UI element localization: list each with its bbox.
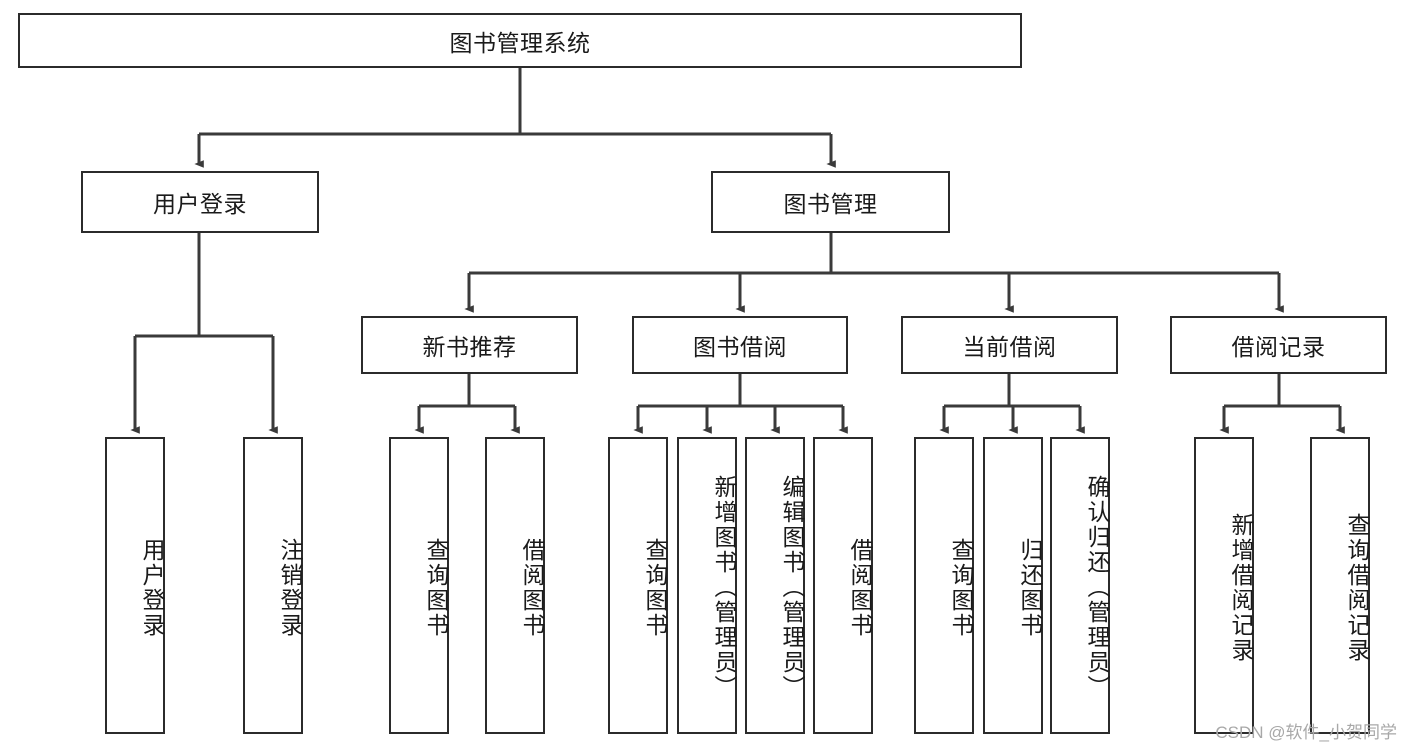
node-label: 用户登录 [139, 537, 165, 638]
node-label: 查询图书 [642, 537, 668, 638]
node-label: 当前借阅 [962, 334, 1057, 360]
leaf-node-return-book[interactable]: 归还图书 [983, 437, 1043, 734]
node-label: 新书推荐 [422, 334, 517, 360]
leaf-node-query-book-3[interactable]: 查询图书 [914, 437, 974, 734]
node-label: 查询借阅记录 [1344, 512, 1370, 663]
node-borrow-record[interactable]: 借阅记录 [1170, 316, 1387, 374]
node-label: 借阅图书 [519, 537, 545, 638]
node-label: 新增借阅记录 [1228, 512, 1254, 663]
node-label: 图书借阅 [693, 334, 787, 360]
leaf-node-confirm-return-admin[interactable]: 确认归还（管理员） [1050, 437, 1110, 734]
node-label: 查询图书 [948, 537, 974, 638]
node-label: 用户登录 [153, 191, 247, 217]
leaf-node-user-login[interactable]: 用户登录 [105, 437, 165, 734]
node-book-management-system[interactable]: 图书管理系统 [18, 13, 1022, 68]
node-label: 借阅记录 [1231, 334, 1326, 360]
node-new-book-recommend[interactable]: 新书推荐 [361, 316, 578, 374]
leaf-node-query-borrow-record[interactable]: 查询借阅记录 [1310, 437, 1370, 734]
leaf-node-query-book-2[interactable]: 查询图书 [608, 437, 668, 734]
leaf-node-borrow-book-2[interactable]: 借阅图书 [813, 437, 873, 734]
node-label: 编辑图书（管理员） [779, 475, 805, 700]
node-label: 查询图书 [423, 537, 449, 638]
leaf-node-add-book-admin[interactable]: 新增图书（管理员） [677, 437, 737, 734]
node-label: 图书管理系统 [449, 29, 591, 56]
node-current-borrow[interactable]: 当前借阅 [901, 316, 1118, 374]
node-label: 注销登录 [277, 537, 303, 638]
node-book-management[interactable]: 图书管理 [711, 171, 950, 233]
leaf-node-query-book-1[interactable]: 查询图书 [389, 437, 449, 734]
node-user-login[interactable]: 用户登录 [81, 171, 319, 233]
node-label: 新增图书（管理员） [711, 475, 737, 700]
leaf-node-add-borrow-record[interactable]: 新增借阅记录 [1194, 437, 1254, 734]
leaf-node-edit-book-admin[interactable]: 编辑图书（管理员） [745, 437, 805, 734]
node-book-borrow[interactable]: 图书借阅 [632, 316, 848, 374]
node-label: 借阅图书 [847, 537, 873, 638]
leaf-node-user-logout[interactable]: 注销登录 [243, 437, 303, 734]
node-label: 归还图书 [1017, 537, 1043, 638]
node-label: 图书管理 [783, 191, 878, 217]
leaf-node-borrow-book-1[interactable]: 借阅图书 [485, 437, 545, 734]
node-label: 确认归还（管理员） [1084, 475, 1110, 700]
